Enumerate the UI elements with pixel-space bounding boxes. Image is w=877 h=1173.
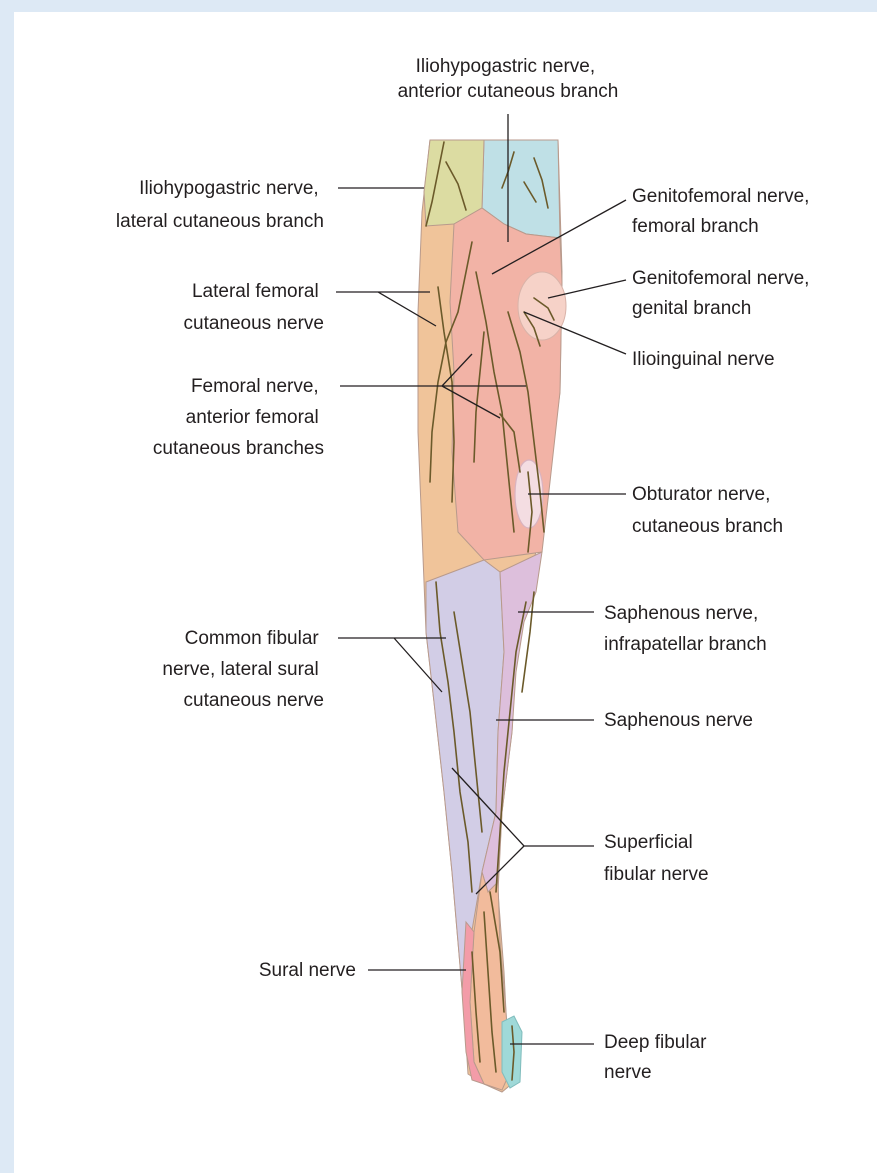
region-genitofemoral-genital [518,272,566,340]
label-iliohypogastric-anterior: Iliohypogastric nerve, anterior cutaneou… [398,56,619,102]
label-genitofemoral-genital: Genitofemoral nerve, genital branch [632,268,815,319]
label-common-fibular: Common fibular nerve, lateral sural cuta… [162,628,324,711]
leg-dermatome-diagram: Iliohypogastric nerve, anterior cutaneou… [14,12,877,1173]
label-saphenous: Saphenous nerve [604,710,753,731]
figure-panel: Iliohypogastric nerve, anterior cutaneou… [14,12,877,1173]
label-femoral-anterior: Femoral nerve, anterior femoral cutaneou… [153,376,324,459]
label-iliohypogastric-lateral: Iliohypogastric nerve, lateral cutaneous… [116,178,324,232]
region-femoral-anterior [450,208,562,560]
label-ilioinguinal: Ilioinguinal nerve [632,349,775,370]
label-lateral-femoral: Lateral femoral cutaneous nerve [184,281,325,334]
label-sural: Sural nerve [259,960,356,981]
label-superficial-fibular: Superficial fibular nerve [604,832,709,885]
leg-illustration [418,140,566,1092]
label-saphenous-infrapatellar: Saphenous nerve, infrapatellar branch [604,603,767,655]
label-deep-fibular: Deep fibular nerve [604,1032,712,1083]
label-obturator: Obturator nerve, cutaneous branch [632,484,783,537]
label-genitofemoral-femoral: Genitofemoral nerve, femoral branch [632,186,815,237]
